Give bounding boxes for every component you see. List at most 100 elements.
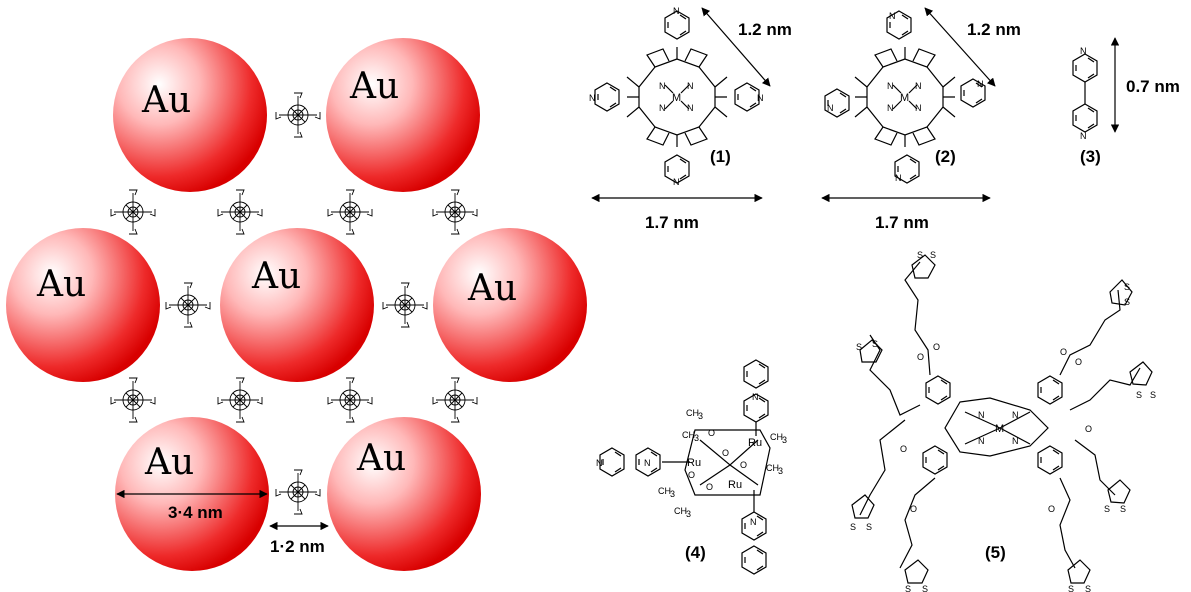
methyl-group: CH (658, 486, 671, 496)
nitrogen-atom: N (1012, 410, 1019, 420)
compound-number: (1) (710, 147, 731, 166)
arm-length-label: 1.2 nm (967, 20, 1021, 39)
sulfur-atom: S (1120, 504, 1126, 514)
oxygen-atom: O (708, 428, 715, 438)
particle-label: Au (356, 438, 406, 479)
arm-length-label: 1.2 nm (738, 20, 792, 39)
nitrogen-atom: N (978, 436, 985, 446)
oxygen-atom: O (1048, 504, 1055, 514)
methyl-subscript: 3 (686, 509, 691, 519)
particle-label: Au (467, 268, 517, 309)
sulfur-atom: S (1085, 584, 1091, 592)
ruthenium-atom: Ru (728, 479, 742, 491)
sulfur-atom: S (917, 250, 923, 260)
sulfur-atom: S (1068, 584, 1074, 592)
oxygen-atom: O (706, 482, 713, 492)
pyridyl-nitrogen: N (644, 458, 651, 468)
sulfur-atom: S (856, 342, 862, 352)
methyl-subscript: 3 (782, 435, 787, 445)
oxygen-atom: O (917, 352, 924, 362)
pyridyl-nitrogen: N (977, 79, 984, 89)
pyridyl-nitrogen: N (673, 6, 680, 16)
particle-label: Au (251, 256, 301, 297)
pyridyl-nitrogen: N (596, 458, 603, 468)
metal-center: M (900, 92, 909, 104)
sulfur-atom: S (905, 584, 911, 592)
nitrogen-atom: N (687, 81, 694, 91)
nitrogen-atom: N (687, 103, 694, 113)
methyl-subscript: 3 (698, 411, 703, 421)
sulfur-atom: S (1104, 504, 1110, 514)
sulfur-atom: S (866, 522, 872, 532)
arm-length-arrow (924, 7, 996, 87)
compound-number: (4) (685, 543, 706, 562)
nitrogen-atom: N (915, 103, 922, 113)
compound-number: (3) (1080, 147, 1101, 166)
diameter-label: 3·4 nm (168, 503, 223, 522)
pyridyl-nitrogen: N (750, 517, 757, 527)
oxygen-atom: O (1085, 424, 1092, 434)
gold-nanoparticle: Au (326, 38, 480, 192)
pyridyl-nitrogen: N (752, 392, 759, 402)
gold-nanoparticle: Au (113, 38, 267, 192)
particle-label: Au (349, 66, 399, 107)
nitrogen-atom: N (915, 81, 922, 91)
methyl-group: CH (770, 432, 783, 442)
pyridyl-nitrogen: N (889, 11, 896, 21)
sulfur-atom: S (922, 584, 928, 592)
compound-number: (5) (985, 543, 1006, 562)
pyridyl-nitrogen: N (895, 173, 902, 183)
pyridyl-nitrogen: N (673, 177, 680, 187)
oxygen-atom: O (688, 470, 695, 480)
nitrogen-atom: N (659, 103, 666, 113)
sulfur-atom: S (930, 250, 936, 260)
sulfur-atom: S (850, 522, 856, 532)
width-label: 1.7 nm (645, 213, 699, 232)
pyridyl-nitrogen: N (1080, 131, 1087, 141)
particle-label: Au (141, 80, 191, 121)
sulfur-atom: S (1150, 390, 1156, 400)
width-label: 1.7 nm (875, 213, 929, 232)
gold-nanoparticle: Au (433, 228, 587, 382)
particle-label: Au (144, 442, 194, 483)
arm-length-arrow (701, 7, 771, 87)
compound-4: Ru Ru Ru CH 3 CH 3 CH 3 CH 3 CH 3 CH 3 O… (596, 359, 787, 575)
pyridyl-nitrogen: N (589, 93, 596, 103)
compound-3: N N (1072, 46, 1098, 141)
methyl-group: CH (682, 430, 695, 440)
oxygen-atom: O (1075, 357, 1082, 367)
sulfur-atom: S (872, 339, 878, 349)
sulfur-atom: S (1124, 282, 1130, 292)
nitrogen-atom: N (978, 410, 985, 420)
oxygen-atom: O (910, 504, 917, 514)
oxygen-atom: O (740, 460, 747, 470)
ruthenium-atom: Ru (687, 457, 701, 469)
gold-nanoparticle: Au (327, 417, 481, 571)
compound-1: M N N N N N N N N (589, 6, 764, 187)
compound-2: M N N N N N N N N (824, 10, 986, 184)
pyridyl-nitrogen: N (757, 93, 764, 103)
gold-nanoparticle: Au (6, 228, 160, 382)
methyl-subscript: 3 (670, 489, 675, 499)
ruthenium-atom: Ru (748, 437, 762, 449)
methyl-subscript: 3 (694, 433, 699, 443)
methyl-group: CH (766, 463, 779, 473)
gap-label: 1·2 nm (270, 537, 325, 556)
compound-number: (2) (935, 147, 956, 166)
particle-label: Au (36, 264, 86, 305)
nitrogen-atom: N (887, 81, 894, 91)
pyridyl-nitrogen: N (827, 103, 834, 113)
pyridyl-nitrogen: N (1080, 46, 1087, 56)
nitrogen-atom: N (1012, 436, 1019, 446)
oxygen-atom: O (900, 444, 907, 454)
length-label: 0.7 nm (1126, 77, 1180, 96)
sulfur-atom: S (1136, 390, 1142, 400)
oxygen-atom: O (1060, 347, 1067, 357)
gold-nanoparticle: Au (220, 228, 374, 382)
metal-center: M (995, 423, 1004, 435)
nitrogen-atom: N (659, 81, 666, 91)
sulfur-atom: S (1124, 297, 1130, 307)
compound-5: M N N N N S S S S S S S S S S (850, 250, 1156, 592)
oxygen-atom: O (933, 342, 940, 352)
